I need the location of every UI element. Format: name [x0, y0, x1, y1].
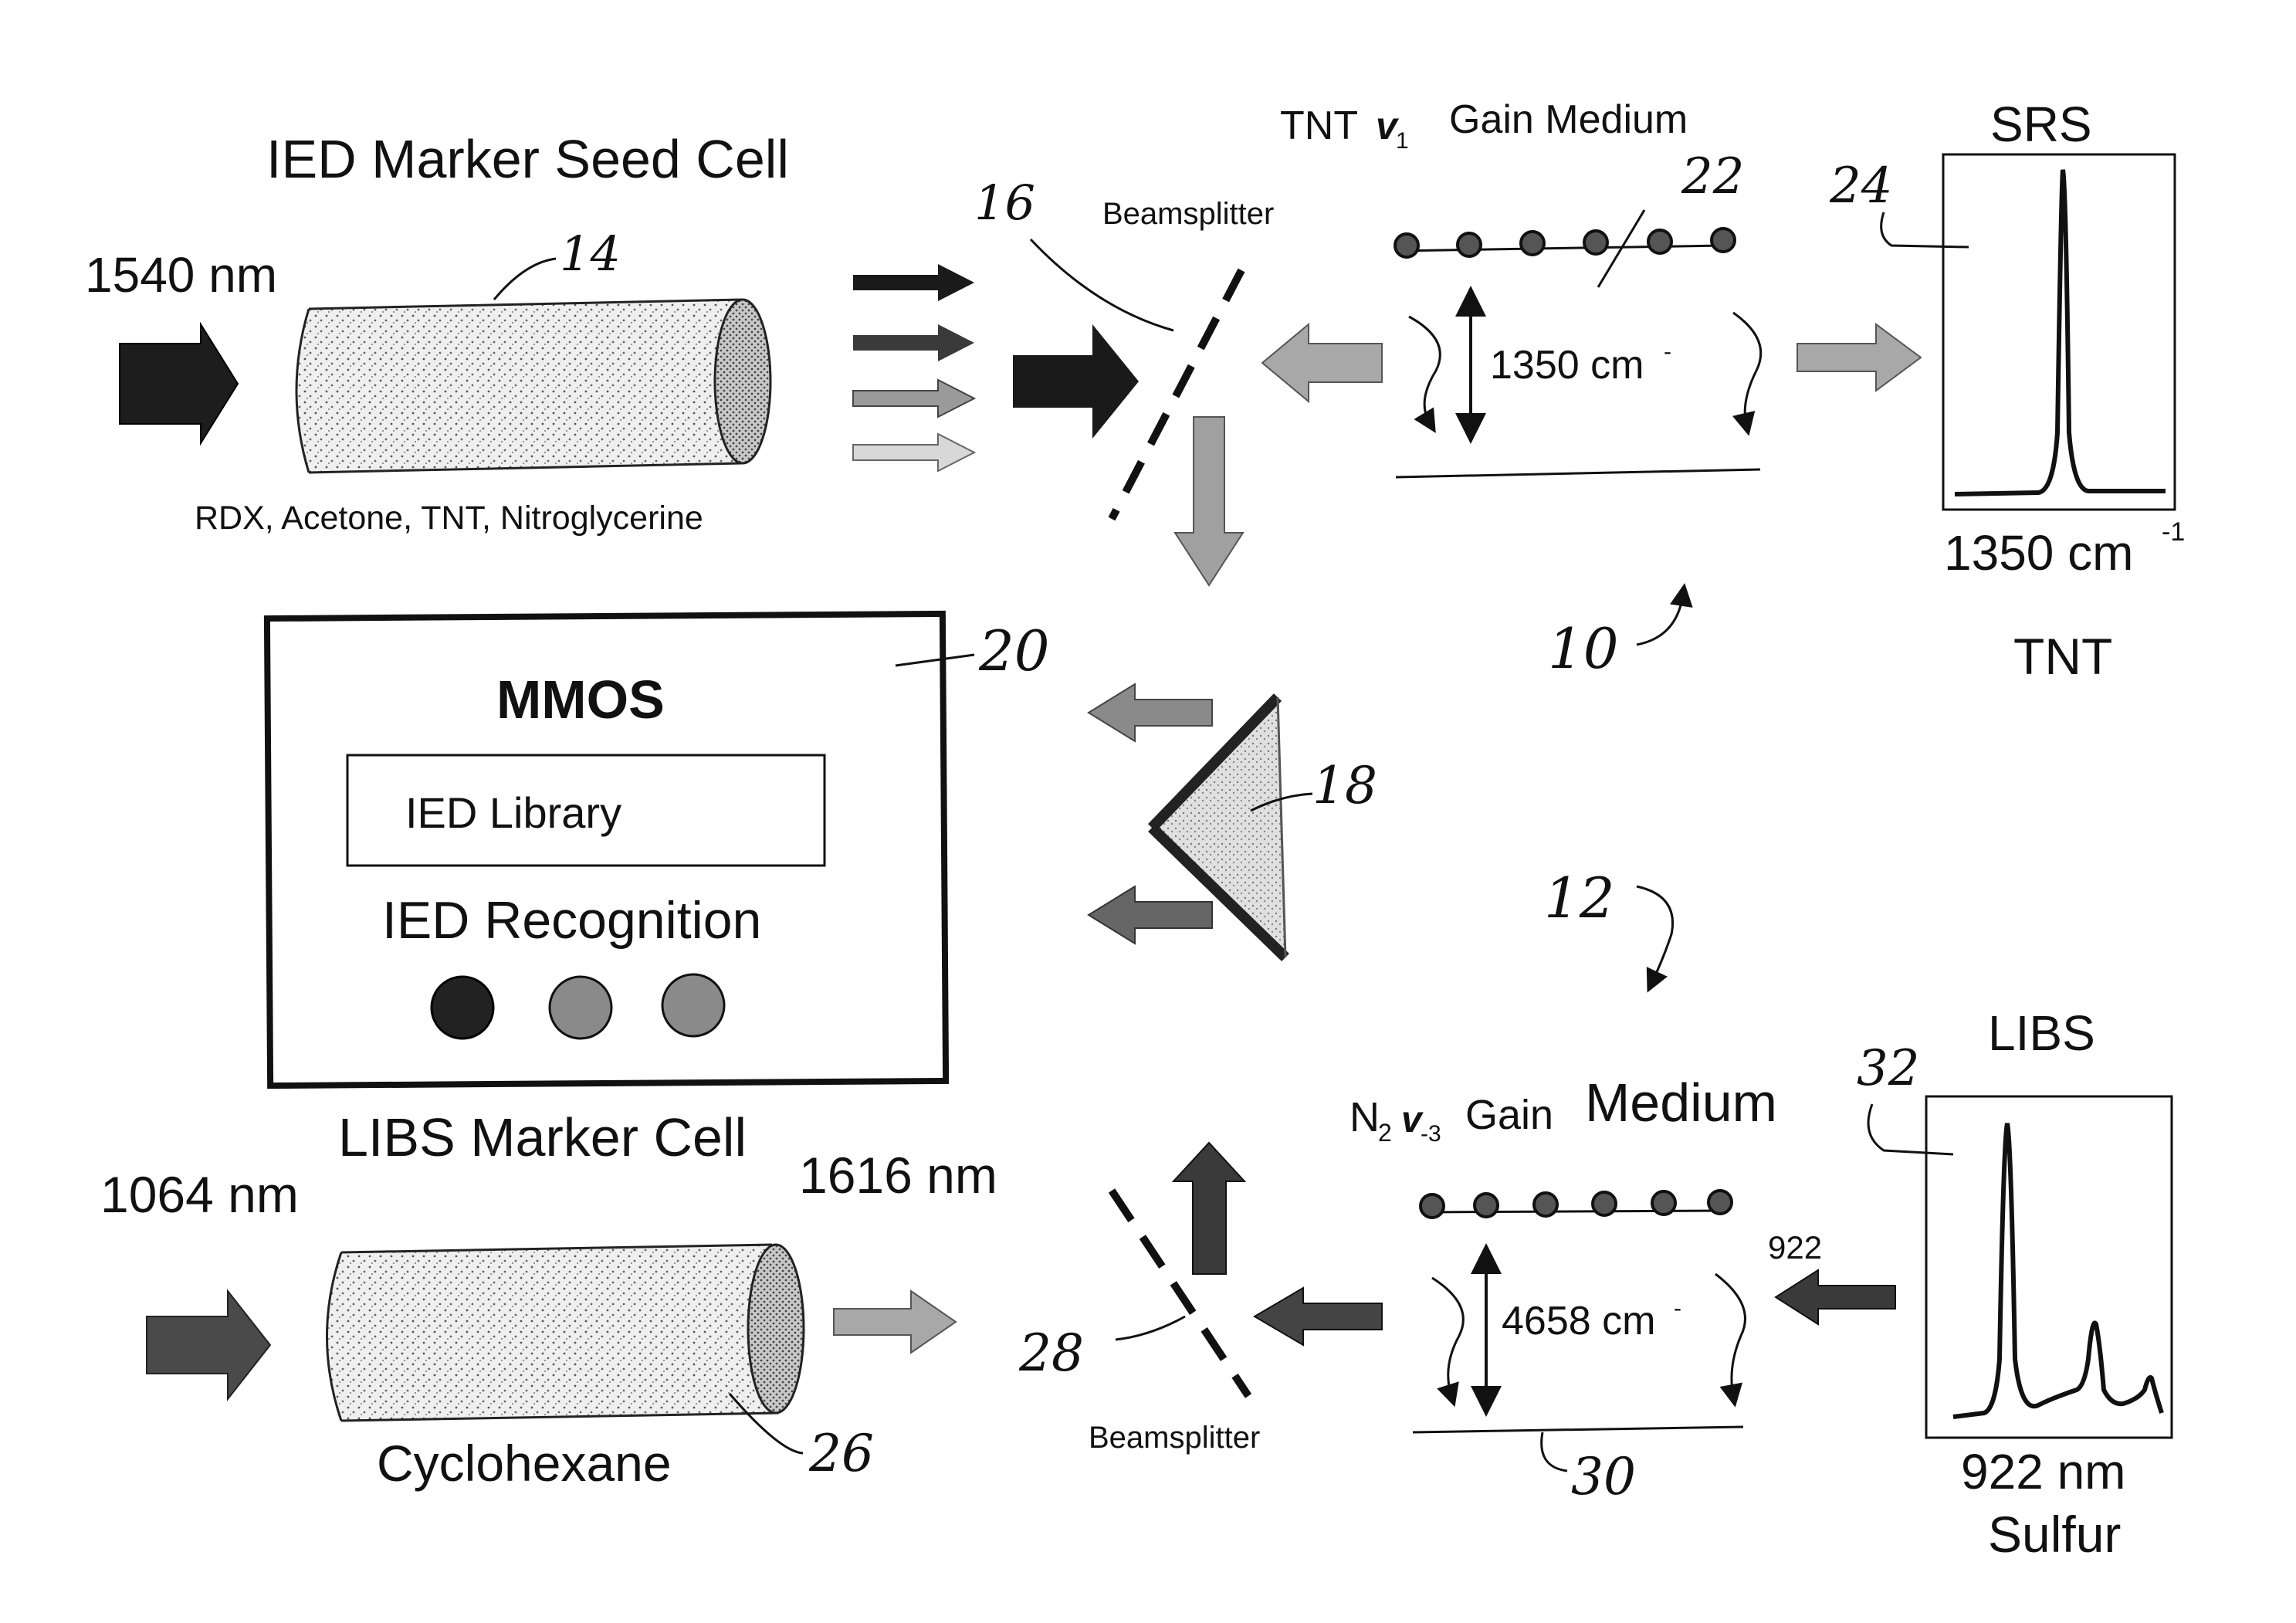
seed-cell-contents: RDX, Acetone, TNT, Nitroglycerine	[195, 500, 703, 537]
n2-molecule-row	[1421, 1191, 1732, 1218]
n2-transition-label: 4658 cm -	[1502, 1296, 1681, 1343]
seed-cell-cylinder	[296, 300, 770, 473]
srs-output-arrow	[1797, 324, 1921, 391]
svg-text:12: 12	[1544, 866, 1615, 930]
seed-cell-ref: 14	[494, 225, 621, 300]
libs-cell-cylinder	[327, 1245, 804, 1421]
svg-text:18: 18	[1312, 756, 1377, 815]
srs-peak-label: 1350 cm -1	[1944, 517, 2185, 581]
prism-arrow-upper	[1089, 684, 1212, 741]
svg-text:32: 32	[1857, 1040, 1919, 1097]
ied-library-label: IED Library	[405, 788, 621, 837]
input-arrow-bottom	[147, 1291, 270, 1399]
svg-text:1350 cm: 1350 cm	[1944, 525, 2133, 581]
output-wavelength-bottom: 1616 nm	[799, 1147, 997, 1204]
input-wavelength-top: 1540 nm	[85, 247, 277, 303]
prism-arrow-lower	[1089, 886, 1212, 944]
libs-peak-label: 922 nm	[1961, 1444, 2125, 1499]
svg-text:4658 cm: 4658 cm	[1502, 1299, 1655, 1343]
libs-species: Sulfur	[1988, 1506, 2121, 1563]
tnt-ground-level	[1396, 469, 1760, 477]
svg-text:Medium: Medium	[1585, 1072, 1777, 1133]
svg-text:TNT: TNT	[1280, 103, 1358, 148]
seed-combined-arrow	[1013, 324, 1139, 439]
tnt-molecule-row	[1395, 229, 1735, 257]
svg-text:22: 22	[1681, 148, 1744, 205]
tnt-gain-title: TNT v 1 Gain Medium	[1280, 97, 1688, 154]
svg-text:-1: -1	[2162, 517, 2185, 547]
tnt-gain-ref: 22	[1598, 148, 1744, 287]
seed-cell-title: IED Marker Seed Cell	[266, 129, 789, 189]
srs-return-arrow	[1262, 324, 1382, 402]
tnt-transition-label: 1350 cm -	[1490, 339, 1671, 388]
svg-text:26: 26	[808, 1424, 874, 1483]
svg-text:2: 2	[1378, 1119, 1392, 1147]
mmos-title: MMOS	[496, 669, 665, 730]
indicator-2	[550, 977, 611, 1039]
beamsplitter-top-label: Beamsplitter	[1102, 197, 1274, 231]
n2-ground-level	[1413, 1427, 1743, 1432]
n2-gain-title: N 2 v -3 Gain Medium	[1349, 1072, 1777, 1147]
n2-gain-ref: 30	[1542, 1432, 1636, 1506]
svg-text:-: -	[1664, 339, 1671, 364]
indicator-1	[432, 977, 493, 1039]
svg-text:Gain: Gain	[1465, 1092, 1553, 1138]
beamsplitter-bottom	[1112, 1191, 1248, 1396]
svg-text:16: 16	[974, 174, 1035, 231]
libs-marker-cell-title: LIBS Marker Cell	[338, 1107, 747, 1167]
libs-spectrum-box	[1926, 1096, 2172, 1438]
svg-text:-3: -3	[1421, 1121, 1441, 1147]
svg-text:24: 24	[1829, 158, 1892, 215]
tnt-decay-left	[1409, 317, 1440, 423]
libs-title: LIBS	[1988, 1005, 2095, 1061]
n2-decay-right	[1715, 1274, 1745, 1396]
libs-output-arrow	[834, 1291, 956, 1353]
svg-text:Gain Medium: Gain Medium	[1449, 97, 1688, 142]
libs-input-arrow	[1776, 1270, 1895, 1324]
down-arrow-to-prism	[1175, 417, 1243, 585]
srs-title: SRS	[1990, 97, 2092, 152]
svg-text:20: 20	[978, 618, 1050, 683]
input-wavelength-bottom: 1064 nm	[100, 1166, 299, 1223]
svg-text:28: 28	[1018, 1323, 1084, 1383]
libs-cell-contents: Cyclohexane	[377, 1435, 672, 1492]
recognition-indicators	[432, 974, 724, 1039]
n2-return-arrow	[1255, 1288, 1382, 1345]
beamsplitter-bottom-label: Beamsplitter	[1089, 1421, 1260, 1455]
tnt-decay-right	[1733, 313, 1761, 425]
srs-species: TNT	[2013, 628, 2112, 685]
system-ref-12: 12	[1544, 866, 1673, 982]
system-ref-10: 10	[1548, 595, 1683, 681]
up-arrow-from-beamsplitter	[1173, 1143, 1245, 1274]
beamsplitter-bottom-ref: 28	[1018, 1316, 1185, 1383]
input-arrow-top	[120, 324, 238, 443]
svg-text:1350 cm: 1350 cm	[1490, 343, 1644, 388]
svg-text:30: 30	[1571, 1447, 1636, 1506]
svg-text:-: -	[1674, 1296, 1681, 1321]
svg-text:14: 14	[560, 225, 621, 282]
indicator-3	[662, 974, 724, 1036]
ied-recognition-label: IED Recognition	[382, 891, 761, 950]
svg-text:N: N	[1349, 1094, 1380, 1140]
svg-text:10: 10	[1548, 616, 1619, 681]
svg-text:1: 1	[1396, 128, 1409, 154]
seed-output-arrows	[853, 264, 974, 471]
n2-decay-left	[1432, 1278, 1463, 1396]
srs-spectrum-box	[1943, 154, 2175, 510]
libs-input-label: 922	[1768, 1229, 1822, 1266]
